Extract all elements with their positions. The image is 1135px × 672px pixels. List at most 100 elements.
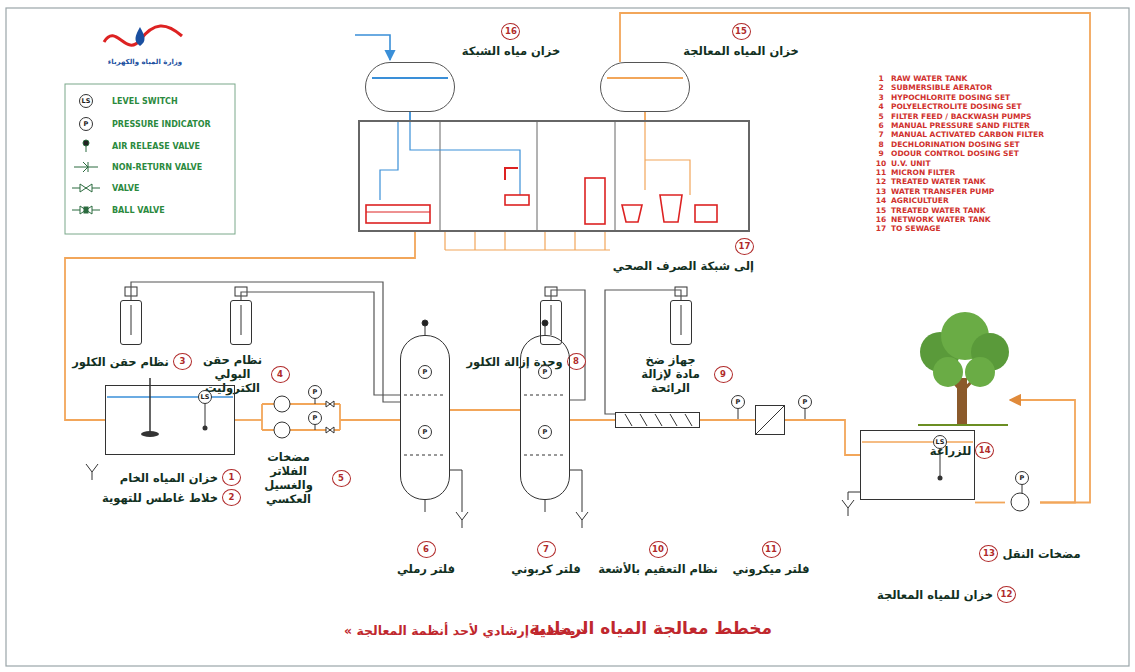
callout-number: 3 xyxy=(173,353,192,370)
key-number: 3 xyxy=(878,92,883,101)
callout-number: 16 xyxy=(501,23,520,40)
key-text: AGRICULTUER xyxy=(891,196,949,205)
key-text: MANUAL ACTIVATED CARBON FILTER xyxy=(891,130,1044,139)
key-number: 17 xyxy=(876,224,886,233)
drain-stubs xyxy=(445,232,610,250)
key-number: 12 xyxy=(876,177,886,186)
building-interior xyxy=(366,120,717,232)
caption: 7فلتر كربوني xyxy=(511,541,580,580)
key-number: 8 xyxy=(878,139,883,148)
callout-number: 7 xyxy=(537,541,556,558)
instrument-symbol: P xyxy=(538,425,552,439)
callout-number: 1 xyxy=(222,469,241,486)
legend-text: VALVE xyxy=(112,184,140,193)
agriculture: للزراعة14 xyxy=(915,320,1010,425)
key-number: 7 xyxy=(878,130,883,139)
key-text: TREATED WATER TANK xyxy=(891,205,986,214)
instrument-symbol: P xyxy=(79,117,93,131)
caption: 15خزان المياه المعالجة xyxy=(683,23,798,62)
filter-vessel: 6فلتر رملي xyxy=(400,335,450,500)
component-label: فلتر رملي xyxy=(397,562,455,576)
instrument-symbol: P xyxy=(418,365,432,379)
key-text: MANUAL PRESSURE SAND FILTER xyxy=(891,121,1030,130)
pipe-connector xyxy=(241,292,400,395)
callout-number: 9 xyxy=(714,366,733,383)
dosing-pumps xyxy=(125,287,687,335)
key-text: U.V. UNIT xyxy=(891,158,931,167)
caption: 17إلى شبكة الصرف الصحي xyxy=(613,238,754,277)
building: 17إلى شبكة الصرف الصحي xyxy=(358,120,750,232)
pipe-connector xyxy=(975,502,1005,504)
micron-filter: 11فلتر ميكروني xyxy=(755,405,785,435)
instrument-symbol: P xyxy=(308,411,322,425)
component-label: جهاز ضخ مادة لإزالة الرائحة xyxy=(632,353,710,395)
instrument-symbol: LS xyxy=(933,435,947,449)
legend-text: AIR RELEASE VALVE xyxy=(112,142,200,151)
callout-number: 4 xyxy=(271,366,290,383)
caption: 11 فلتر ميكروني xyxy=(733,541,810,580)
instrument-symbol: P xyxy=(1015,471,1029,485)
component-label: نظام التعقيم بالأشعة xyxy=(598,562,718,576)
symbol-legend-box xyxy=(65,84,235,234)
key-text: NETWORK WATER TANK xyxy=(891,215,991,224)
caption: نظام حقن الكلور3 xyxy=(72,353,192,373)
key-number: 4 xyxy=(878,102,883,111)
pipe-connector xyxy=(450,409,520,411)
dosing-set: جهاز ضخ مادة لإزالة الرائحة9 xyxy=(670,300,692,345)
callout-number: 12 xyxy=(997,586,1016,603)
legend-text: BALL VALVE xyxy=(112,206,165,215)
key-text: DECHLORINATION DOSING SET xyxy=(891,139,1020,148)
component-label: إلى شبكة الصرف الصحي xyxy=(613,259,754,273)
uv-unit: 10نظام التعقيم بالأشعة xyxy=(615,412,700,428)
component-label: خزان مياه الشبكة xyxy=(462,44,560,58)
diagram-subtitle: « مخطط إرشادي لأحد أنظمة المعالجة » xyxy=(344,623,588,638)
pipe-connector xyxy=(1010,400,1075,503)
pipe-connector xyxy=(785,420,860,455)
tank: خزان للمياه المعالجة12 xyxy=(860,430,975,500)
instrument-symbol: P xyxy=(731,395,745,409)
component-label: فلتر ميكروني xyxy=(733,562,810,576)
pump-set: مضخات الفلاتر والغسيل العكسي5 xyxy=(262,388,345,438)
component-label: خزان للمياه المعالجة xyxy=(877,588,993,602)
legend-text: NON-RETURN VALVE xyxy=(112,163,202,172)
pipe-connector xyxy=(620,13,1090,503)
caption: خزان للمياه المعالجة 12 xyxy=(877,586,1016,606)
callout-number: 5 xyxy=(332,470,351,487)
key-number: 11 xyxy=(876,168,886,177)
tank: 15خزان المياه المعالجة xyxy=(600,62,690,112)
key-text: POLYELECTROLITE DOSING SET xyxy=(891,102,1022,111)
dosing-set: وحدة إزالة الكلور8 xyxy=(540,300,562,345)
callout-number: 11 xyxy=(762,541,781,558)
transfer-pump xyxy=(1011,484,1029,511)
instrument-symbol: LS xyxy=(198,390,212,404)
key-text: RAW WATER TANK xyxy=(891,74,967,83)
callout-number: 13 xyxy=(979,545,998,562)
dosing-set: نظام حقن الكلور3 xyxy=(120,300,142,345)
network-inlet xyxy=(355,35,390,60)
legend-text: PRESSURE INDICATOR xyxy=(112,120,211,129)
caption: 13مضخات النقل xyxy=(979,545,1080,565)
page-frame xyxy=(6,8,1129,666)
pipe-connector xyxy=(409,112,411,120)
caption: 6فلتر رملي xyxy=(397,541,455,580)
pipe-connector xyxy=(570,419,615,421)
pipe-connector xyxy=(131,282,400,402)
tank: خزان المياه الخام1خلاط غاطس للتهوية2 xyxy=(105,385,235,455)
caption: وحدة إزالة الكلور8 xyxy=(466,353,585,373)
uv-unit-internals xyxy=(625,414,692,426)
pipe-connector xyxy=(65,232,415,420)
callout-number: 2 xyxy=(222,489,241,506)
component-label: مضخات الفلاتر والغسيل العكسي xyxy=(250,450,328,506)
legend-text: LEVEL SWITCH xyxy=(112,97,178,106)
dosing-set: نظام حقن البولي الكتروليت4 xyxy=(230,300,252,345)
key-text: MICRON FILTER xyxy=(891,168,955,177)
key-number: 9 xyxy=(878,149,883,158)
pipe-connector xyxy=(551,290,585,400)
key-text: HYPOCHLORITE DOSING SET xyxy=(891,92,1010,101)
key-text: TO SEWAGE xyxy=(891,224,941,233)
instrument-symbol: P xyxy=(418,425,432,439)
key-text: ODOUR CONTROL DOSING SET xyxy=(891,149,1019,158)
key-text: TREATED WATER TANK xyxy=(891,177,986,186)
caption: مضخات الفلاتر والغسيل العكسي5 xyxy=(250,450,351,509)
key-number: 14 xyxy=(876,196,886,205)
